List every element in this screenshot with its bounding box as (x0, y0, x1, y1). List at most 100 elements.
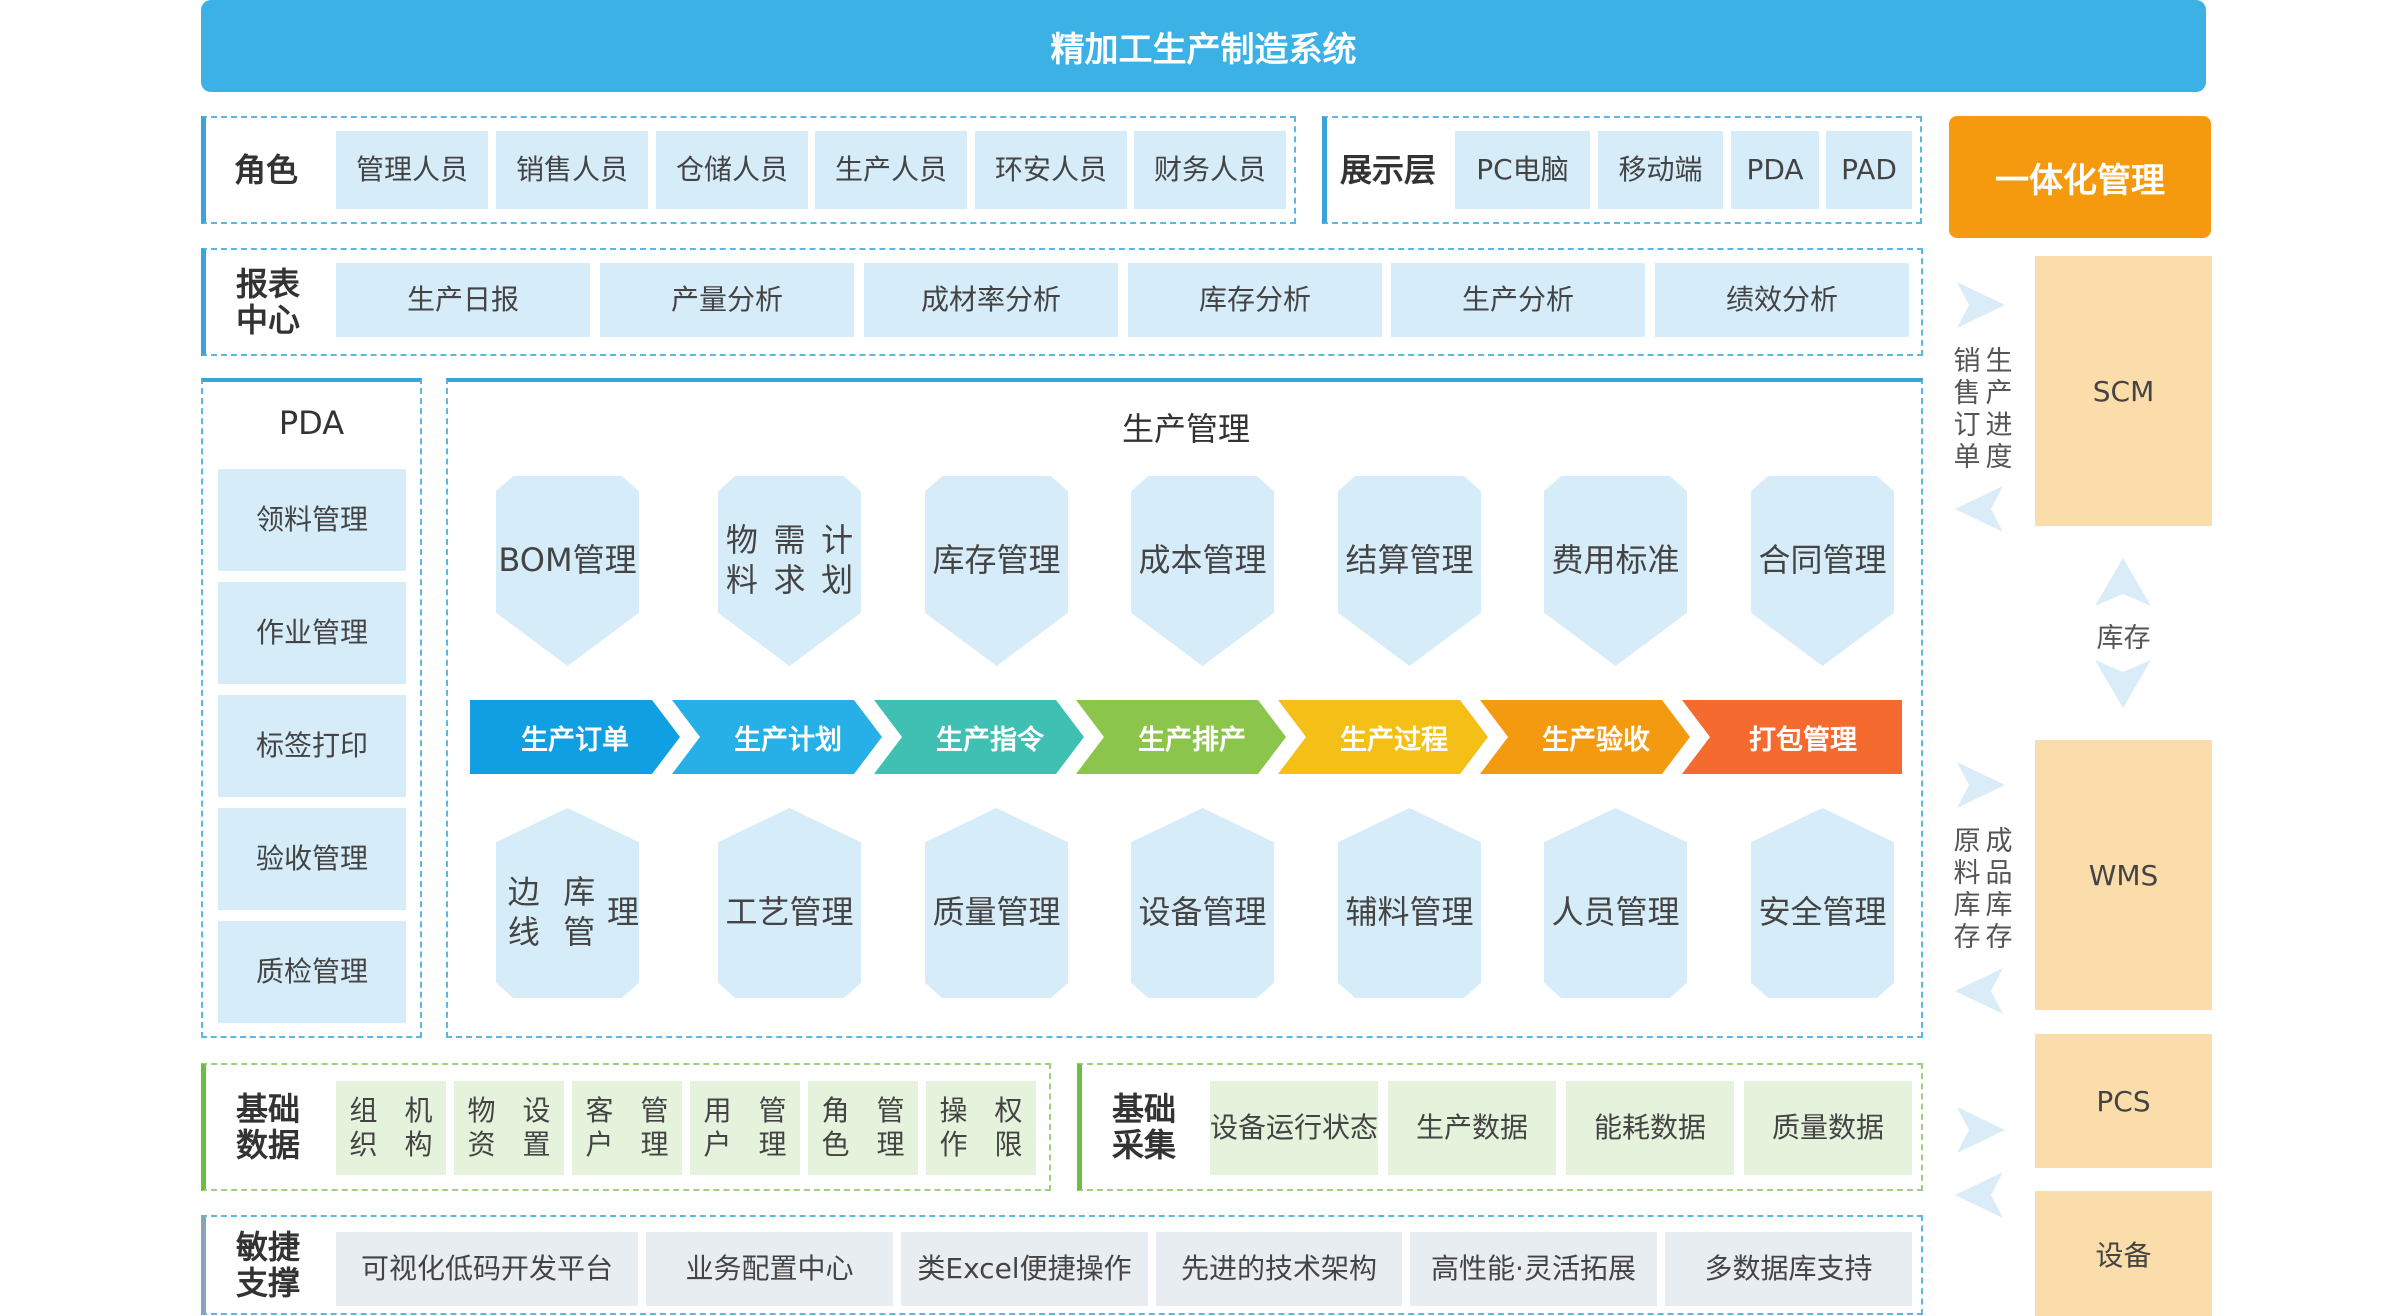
text-line: 管理 (1409, 893, 1474, 931)
text-line: 边线 (507, 873, 540, 951)
text-line: 管理 (1202, 893, 1267, 931)
text-line: 能耗 (1593, 1111, 1650, 1144)
text-line: 需求 (773, 521, 806, 599)
text-line: 权限 (994, 1094, 1023, 1161)
right-arrow-icon (1957, 762, 2005, 808)
text-line: 管理 (1822, 541, 1887, 579)
base-collect-item: 质量数据 (1744, 1081, 1912, 1175)
text-line: 安全 (1758, 893, 1823, 931)
text-line: 结算 (1345, 541, 1410, 579)
role-item: 销售人员 (496, 131, 648, 209)
role-item: 管理人员 (336, 131, 488, 209)
right-arrow-icon (1957, 1107, 2005, 1153)
text-line: 管理 (1409, 541, 1474, 579)
stock-label: 库存 (2096, 623, 2151, 654)
text-line: 成本 (1138, 541, 1203, 579)
display-label: 展示层 (1340, 151, 1437, 189)
text-line: BOM (498, 541, 573, 579)
production-section (446, 378, 1923, 1038)
text-line: 管理 (1202, 541, 1267, 579)
text-line: 标准 (1615, 541, 1680, 579)
reports-section (201, 248, 1923, 356)
text-line: 用户 (703, 1094, 732, 1161)
base-data-item: 角色管理 (808, 1081, 918, 1175)
text-line: 机构 (404, 1094, 433, 1161)
text-line: 质量 (1771, 1111, 1828, 1144)
text-line: 物资 (467, 1094, 496, 1161)
base-collect-label-line1: 基础 (1112, 1090, 1177, 1128)
text-line: 原 (1953, 826, 1981, 857)
production-title: 生产管理 (1121, 410, 1250, 448)
vertical-flow-text: 销售订单 (1951, 346, 1983, 474)
pda-section (201, 378, 422, 1038)
page-title: 精加工生产制造系统 (201, 0, 2206, 92)
report-item: 成材率分析 (864, 263, 1118, 337)
left-arrow-icon (1955, 486, 2003, 532)
text-line: 设备 (1138, 893, 1203, 931)
text-line: 管理 (1822, 893, 1887, 931)
text-line: 成 (1985, 826, 2013, 857)
role-item: 财务人员 (1134, 131, 1286, 209)
production-support-module: 边线库管理 (496, 808, 639, 998)
text-line: 管理 (640, 1094, 669, 1161)
agile-label: 敏捷 支撑 (236, 1215, 300, 1315)
vertical-flow-text: 原料库存 (1951, 826, 1983, 954)
role-item: 生产人员 (815, 131, 967, 209)
text-line: 订 (1953, 410, 1981, 441)
text-line: 料 (1953, 858, 1981, 889)
report-item: 库存分析 (1128, 263, 1382, 337)
text-line: 物料 (725, 521, 758, 599)
agile-item: 业务配置中心 (646, 1232, 893, 1306)
report-item: 生产日报 (336, 263, 590, 337)
agile-label-line2: 支撑 (236, 1264, 301, 1302)
text-line: 进 (1985, 410, 2013, 441)
pda-item: 验收管理 (218, 808, 406, 910)
text-line: 设置 (522, 1094, 551, 1161)
wms-box: WMS (2035, 740, 2212, 1010)
base-data-item: 用户管理 (690, 1081, 800, 1175)
production-support-module: 工艺管理 (718, 808, 861, 998)
text-line: 生 (1985, 346, 2013, 377)
flow-step: 生产排产 (1076, 700, 1286, 774)
flow-step: 生产过程 (1278, 700, 1488, 774)
text-line: 管理 (789, 893, 854, 931)
integrated-management-box: 一体化管理 (1949, 116, 2211, 238)
text-line: 理 (606, 893, 639, 931)
text-line: 管理 (758, 1094, 787, 1161)
base-collect-label: 基础 采集 (1112, 1063, 1176, 1191)
base-data-item: 组织机构 (336, 1081, 446, 1175)
text-line: 库管 (563, 873, 596, 951)
display-item: 移动端 (1598, 131, 1723, 209)
text-line: 合同 (1758, 541, 1823, 579)
report-item: 生产分析 (1391, 263, 1645, 337)
text-line: 管理 (996, 541, 1061, 579)
production-support-module: 设备管理 (1131, 808, 1274, 998)
text-line: 计划 (821, 521, 854, 599)
base-data-label-line1: 基础 (236, 1090, 301, 1128)
stock-up-arrow-icon (2095, 558, 2151, 606)
text-line: 操作 (939, 1094, 968, 1161)
text-line: 库 (1953, 890, 1981, 921)
agile-item: 多数据库支持 (1665, 1232, 1912, 1306)
reports-label: 报表 中心 (236, 248, 300, 356)
text-line: 库 (1985, 890, 2013, 921)
text-line: 数据 (1472, 1111, 1529, 1144)
text-line: 销 (1953, 346, 1981, 377)
flow-step: 生产验收 (1480, 700, 1690, 774)
text-line: 辅料 (1345, 893, 1410, 931)
base-collect-item: 设备运行状态 (1210, 1081, 1378, 1175)
flow-step: 生产指令 (874, 700, 1084, 774)
left-arrow-icon (1955, 1172, 2003, 1218)
device-box: 设备 (2035, 1191, 2212, 1316)
text-line: 管理 (572, 541, 637, 579)
agile-label-line1: 敏捷 (236, 1228, 301, 1266)
text-line: 费用 (1551, 541, 1616, 579)
flow-step: 生产订单 (470, 700, 680, 774)
text-line: 客户 (585, 1094, 614, 1161)
pda-title: PDA (278, 404, 345, 442)
text-line: 产 (1985, 378, 2013, 409)
role-item: 环安人员 (975, 131, 1127, 209)
vertical-flow-text: 成品库存 (1983, 826, 2015, 954)
base-data-label: 基础 数据 (236, 1063, 300, 1191)
